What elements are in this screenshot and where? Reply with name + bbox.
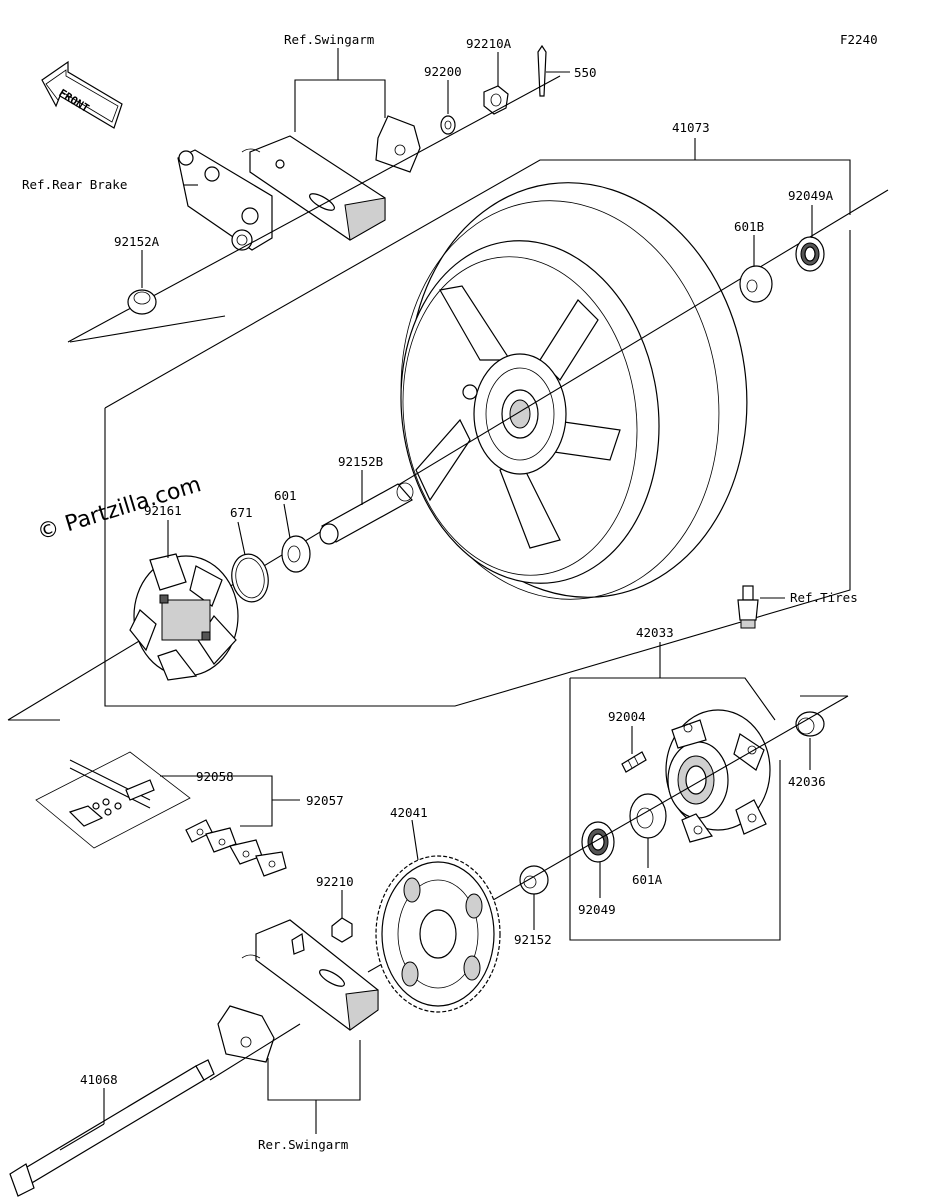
label-41073: 41073 <box>672 120 710 135</box>
label-92200: 92200 <box>424 64 462 79</box>
sprocket-coupling-42033 <box>665 709 771 843</box>
rear-sprocket-42041 <box>375 855 501 1013</box>
label-92152A: 92152A <box>114 234 160 249</box>
label-92004: 92004 <box>608 709 646 724</box>
axle-nut-92210A <box>483 85 509 115</box>
label-671: 671 <box>230 505 253 520</box>
bearing-601B <box>739 265 773 303</box>
label-601A: 601A <box>632 872 663 887</box>
cotter-pin-550 <box>537 44 547 97</box>
label-42033: 42033 <box>636 625 674 640</box>
tire-valve-icon <box>737 585 759 629</box>
label-92161: 92161 <box>144 503 182 518</box>
label-42041: 42041 <box>390 805 428 820</box>
bearing-601A <box>629 793 667 839</box>
hub-damper-92161 <box>129 553 239 681</box>
collar-92152 <box>519 865 549 895</box>
label-92049A: 92049A <box>788 188 834 203</box>
washer-92200 <box>440 115 456 135</box>
figure-code: F2240 <box>840 32 878 47</box>
swingarm-upper-section <box>241 135 386 241</box>
sprocket-hub-frame <box>569 678 781 941</box>
rear-axle-41068 <box>9 1059 215 1197</box>
label-92210: 92210 <box>316 874 354 889</box>
rear-wheel-41073 <box>400 182 748 600</box>
label-ref-swingarm-top: Ref.Swingarm <box>284 32 374 47</box>
label-601B: 601B <box>734 219 764 234</box>
label-550: 550 <box>574 65 597 80</box>
collar-42036 <box>795 711 825 737</box>
label-92049: 92049 <box>578 902 616 917</box>
label-92058: 92058 <box>196 769 234 784</box>
label-rer-swingarm: Rer.Swingarm <box>258 1137 348 1152</box>
label-92057: 92057 <box>306 793 344 808</box>
collar-92152A <box>127 289 157 315</box>
label-92210A: 92210A <box>466 36 512 51</box>
stud-92004 <box>621 751 647 773</box>
label-92152: 92152 <box>514 932 552 947</box>
label-92152B: 92152B <box>338 454 383 469</box>
drive-chain-92057 <box>35 751 287 877</box>
chain-adjuster-lower <box>217 1005 275 1063</box>
label-ref-tires: Ref.Tires <box>790 590 858 605</box>
label-601: 601 <box>274 488 297 503</box>
label-41068: 41068 <box>80 1072 118 1087</box>
swingarm-lower-section <box>241 919 379 1031</box>
label-ref-rear-brake: Ref.Rear Brake <box>22 177 127 192</box>
sprocket-nut-92210 <box>331 917 353 943</box>
front-arrow-icon: FRONT <box>41 60 123 129</box>
o-ring-671 <box>231 553 269 603</box>
label-42036: 42036 <box>788 774 826 789</box>
collar-92152B <box>319 482 414 545</box>
oil-seal-92049A <box>795 236 825 272</box>
wheel-group-frame <box>104 230 851 707</box>
bearing-601 <box>281 535 311 573</box>
oil-seal-92049 <box>581 821 615 863</box>
